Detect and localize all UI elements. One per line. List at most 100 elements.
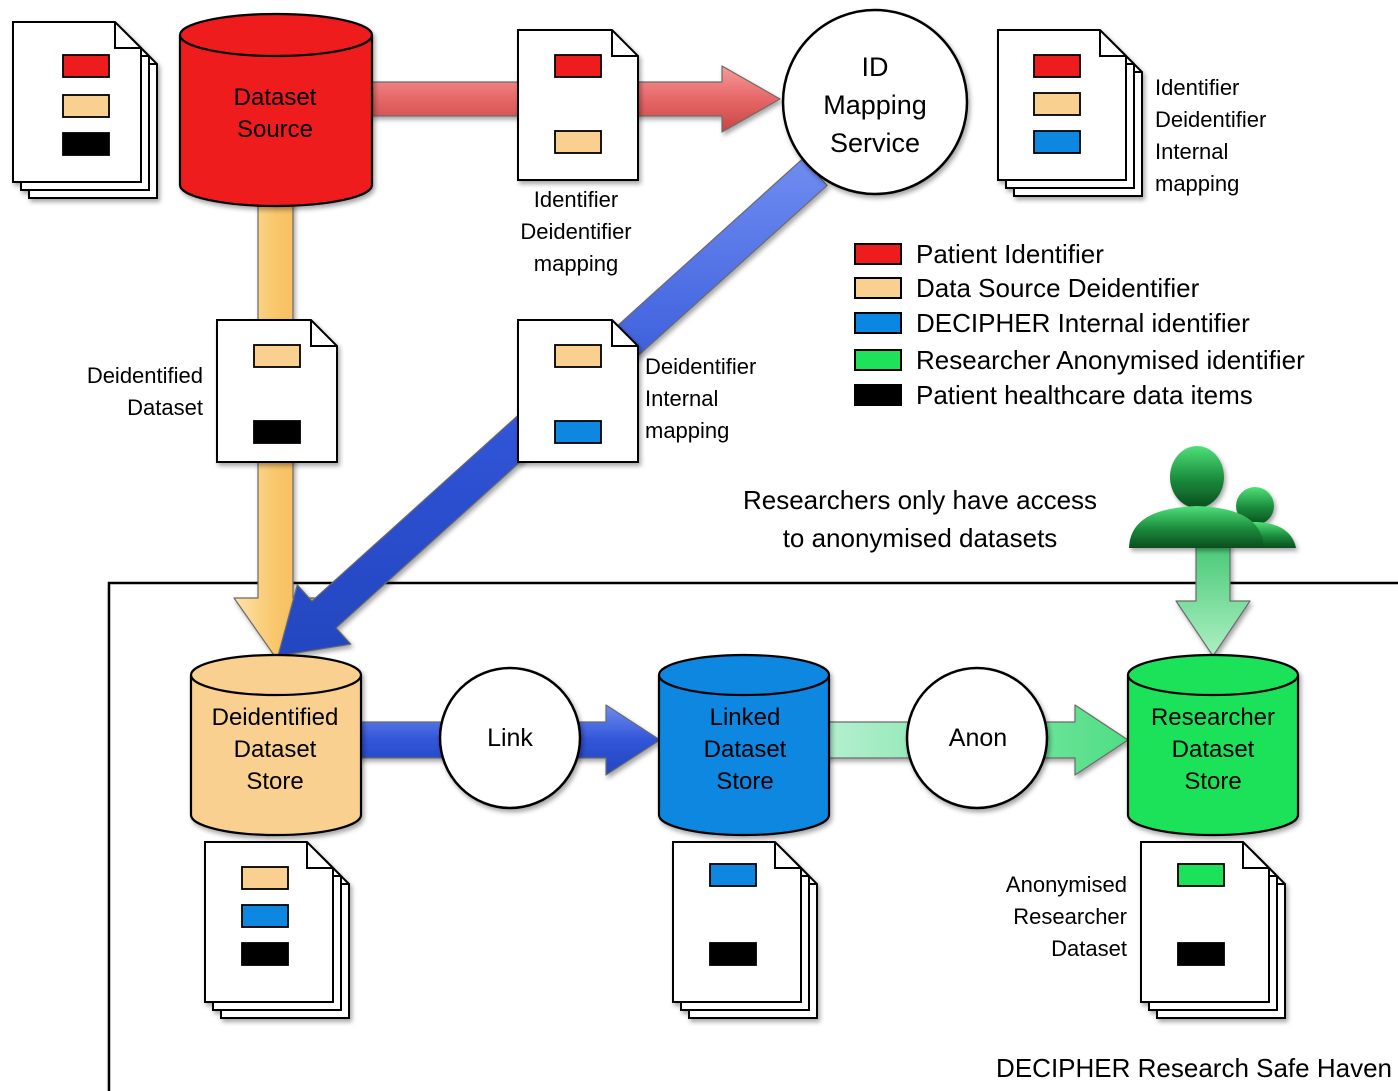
deidentified-dataset-document [216, 319, 338, 463]
dim-line-3: mapping [645, 418, 730, 443]
researcher-store-cylinder-top [1126, 653, 1300, 697]
legend-item: Researcher Anonymised identifier [854, 346, 1305, 374]
legend-item: DECIPHER Internal identifier [854, 309, 1250, 337]
legend-item: Patient Identifier [854, 240, 1104, 268]
dataset-source-cylinder-body [178, 35, 374, 208]
linked-store-line-3: Store [716, 768, 774, 795]
researcher-store-document-stack-front-page [1140, 841, 1270, 1003]
researcher-store-cylinder-body [1126, 675, 1300, 837]
dataset-source-line-2: Source [236, 116, 314, 143]
id-mapping-line-2: Mapping [823, 90, 927, 120]
legend-item: Patient healthcare data items [854, 381, 1253, 409]
identifier-deidentifier-mapping-label: Identifier Deidentifier mapping [496, 184, 656, 280]
researcher-store-label: Researcher Dataset Store [1128, 702, 1298, 798]
researcher-store-line-3: Store [1184, 768, 1242, 795]
source-document-stack-item [62, 94, 110, 118]
linked-store-label: Linked Dataset Store [660, 702, 830, 798]
deidentified-store-document-stack-item [241, 866, 289, 890]
researchers-access-label: Researchers only have access to anonymis… [690, 481, 1150, 557]
deidentifier-internal-mapping-document-front-page [517, 319, 639, 463]
users-icon-body-large [1129, 506, 1264, 548]
link-label: Link [487, 724, 533, 752]
dd-line-2: Dataset [127, 395, 203, 420]
linked-store-document-stack-item [709, 863, 757, 887]
deidentified-dataset-document-front-fold [310, 320, 337, 347]
deidentifier-internal-mapping-label: Deidentifier Internal mapping [645, 351, 805, 447]
ra-line-2: to anonymised datasets [782, 523, 1058, 553]
legend-swatch [854, 349, 902, 371]
source-document-stack-front-fold [114, 22, 141, 49]
legend-swatch [854, 312, 902, 334]
deidentified-store-label: Deidentified Dataset Store [190, 702, 360, 798]
source-document-stack-item [62, 132, 110, 156]
dim-line-1: Deidentifier [645, 354, 757, 379]
deidentifier-internal-mapping-document-item [554, 344, 602, 368]
linked-store-document-stack [672, 841, 818, 1019]
anon-label: Anon [948, 724, 1008, 752]
deidentified-store-document-stack-front-fold [306, 842, 333, 869]
idm-line-1: Identifier [533, 187, 619, 212]
mapping-document-stack-item [1033, 54, 1081, 78]
identifier-mapping-document-item [554, 130, 602, 154]
ra-line-1: Researchers only have access [742, 485, 1098, 515]
ard-line-3: Dataset [1051, 936, 1127, 961]
researcher-store-line-1: Researcher [1150, 704, 1276, 731]
legend-label: Patient Identifier [916, 239, 1104, 269]
identifier-deidentifier-internal-mapping-label: Identifier Deidentifier Internal mapping [1155, 72, 1355, 200]
identifier-mapping-document-item [554, 54, 602, 78]
anon-circle [905, 666, 1049, 810]
id-mapping-line-3: Service [829, 128, 921, 158]
deidentified-store-cylinder [189, 653, 363, 837]
arrow-researchers-to-store [1175, 544, 1251, 657]
dd-line-1: Deidentified [86, 363, 203, 388]
linked-store-cylinder-body [657, 675, 831, 837]
deidentified-dataset-document-item [253, 420, 301, 444]
source-document-stack [12, 21, 158, 199]
legend-label: Patient healthcare data items [916, 380, 1253, 410]
deidentified-store-line-3: Store [246, 768, 304, 795]
mapping-document-stack-item [1033, 92, 1081, 116]
researcher-store-line-2: Dataset [1171, 736, 1255, 763]
dataset-source-line-1: Dataset [233, 84, 317, 111]
dim-line-2: Internal [645, 386, 719, 411]
dataset-source-cylinder [178, 12, 374, 208]
legend-swatch [854, 243, 902, 265]
legend-item: Data Source Deidentifier [854, 274, 1199, 302]
safe-haven-title: DECIPHER Research Safe Haven [996, 1053, 1392, 1083]
dataset-source-label: Dataset Source [195, 82, 355, 146]
legend-swatch [854, 277, 902, 299]
linked-store-line-1: Linked [709, 704, 781, 731]
deidentifier-internal-mapping-document-front-fold [611, 320, 638, 347]
users-icon-head-large [1170, 446, 1224, 508]
idim-line-4: mapping [1155, 171, 1240, 196]
deidentified-store-line-1: Deidentified [211, 704, 339, 731]
id-mapping-service-circle [781, 8, 969, 196]
linked-store-cylinder [657, 653, 831, 837]
legend-label: Data Source Deidentifier [916, 273, 1200, 303]
ard-line-2: Researcher [1013, 904, 1127, 929]
dataset-source-cylinder-top [178, 12, 374, 58]
researcher-store-document-stack-item [1177, 942, 1225, 966]
mapping-document-stack [997, 29, 1143, 197]
idim-line-3: Internal [1155, 139, 1229, 164]
legend: Patient Identifier Data Source Deidentif… [854, 236, 1394, 416]
anonymised-researcher-dataset-label: Anonymised Researcher Dataset [955, 869, 1127, 965]
deidentified-dataset-label: Deidentified Dataset [40, 360, 203, 424]
idim-line-1: Identifier [1155, 75, 1240, 100]
identifier-mapping-document-front-page [517, 29, 639, 181]
legend-label: DECIPHER Internal identifier [916, 308, 1250, 338]
ard-line-1: Anonymised [1005, 872, 1127, 897]
linked-store-document-stack-item [709, 942, 757, 966]
deidentified-store-cylinder-body [189, 675, 363, 837]
deidentified-store-document-stack [204, 841, 350, 1019]
mapping-document-stack-front-fold [1099, 30, 1126, 57]
researcher-store-document-stack [1140, 841, 1286, 1019]
deidentified-store-line-2: Dataset [233, 736, 317, 763]
legend-label: Researcher Anonymised identifier [916, 345, 1305, 375]
idim-line-2: Deidentifier [1155, 107, 1267, 132]
mapping-document-stack-item [1033, 130, 1081, 154]
researcher-store-cylinder [1126, 653, 1300, 837]
deidentified-store-document-stack-item [241, 942, 289, 966]
